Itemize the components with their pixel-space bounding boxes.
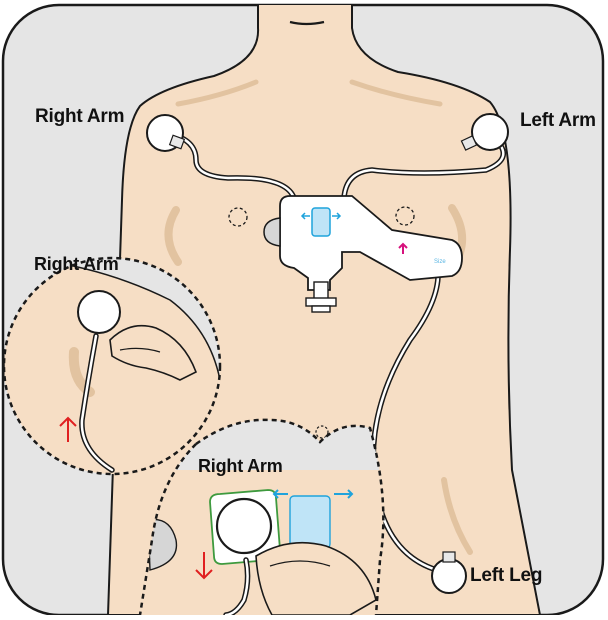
electrode-right-arm [217, 499, 271, 553]
label-left-arm: Left Arm [520, 110, 596, 132]
electrode-tab [443, 552, 455, 562]
electrode-left-arm [472, 114, 508, 150]
label-left-leg: Left Leg [470, 565, 542, 587]
electrode-left-leg [432, 559, 466, 593]
patch-electrode [312, 208, 330, 236]
label-right-arm-inset-1: Right Arm [34, 254, 119, 275]
patch-connector-base [306, 298, 336, 306]
patch-connector-foot [312, 306, 330, 312]
patch-electrode [290, 496, 330, 548]
label-right-arm-inset-2: Right Arm [198, 456, 283, 477]
patch-size-text: Size [434, 259, 446, 265]
patch-connector [314, 282, 328, 300]
label-right-arm: Right Arm [35, 106, 124, 128]
